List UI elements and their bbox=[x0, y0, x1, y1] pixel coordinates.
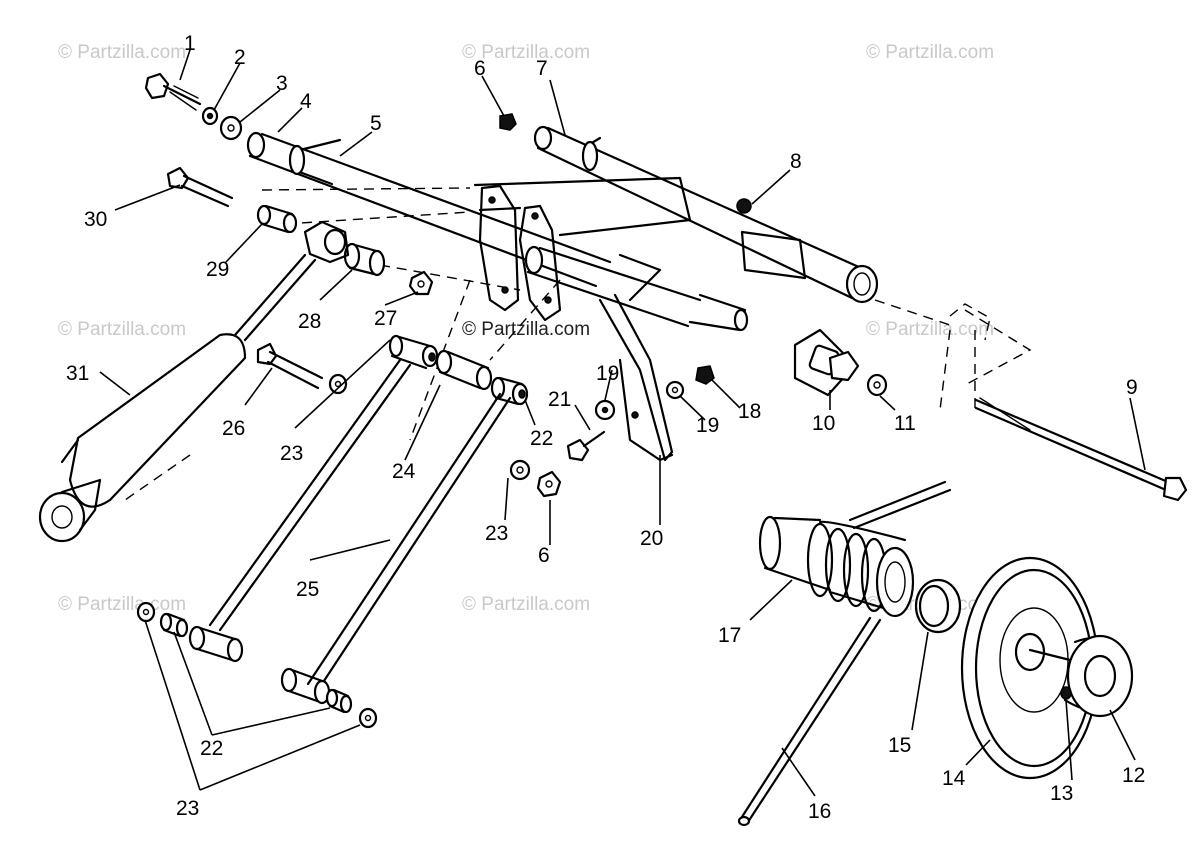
grease-fitting-part-8 bbox=[736, 198, 752, 214]
callout-labels: 1 2 3 4 5 6 7 8 9 10 11 12 13 14 15 16 1… bbox=[66, 32, 1145, 823]
fitting-part-13 bbox=[1060, 686, 1072, 700]
washer-part-23-a bbox=[328, 373, 348, 395]
bracket-part-10 bbox=[793, 328, 860, 397]
callout-29: 29 bbox=[206, 258, 229, 281]
washer-part-23-b bbox=[509, 459, 531, 481]
washer-part-23-lower-left bbox=[136, 601, 156, 623]
watermark: © Partzilla.com bbox=[58, 42, 186, 63]
callout-20: 20 bbox=[640, 527, 663, 550]
callout-23: 23 bbox=[485, 522, 508, 545]
rod-end-lower-right bbox=[280, 667, 331, 705]
mount-fitting bbox=[949, 303, 991, 341]
callout-8: 8 bbox=[790, 150, 802, 173]
callout-14: 14 bbox=[942, 767, 966, 790]
callout-19: 19 bbox=[696, 414, 719, 437]
bolt-part-30 bbox=[166, 166, 234, 208]
bushing-part-29 bbox=[256, 204, 298, 234]
spring-axle bbox=[524, 245, 749, 332]
watermarks: © Partzilla.com © Partzilla.com © Partzi… bbox=[58, 42, 994, 615]
callout-11: 11 bbox=[894, 412, 916, 435]
washer-part-2 bbox=[201, 106, 219, 126]
callout-30: 30 bbox=[84, 208, 107, 231]
frame-body bbox=[473, 176, 692, 237]
callout-19: 19 bbox=[596, 362, 619, 385]
assembly-guide-lines bbox=[124, 187, 1032, 501]
hub-part-12 bbox=[1063, 634, 1134, 718]
long-bolt-part-9 bbox=[974, 397, 1188, 502]
bolt-part-26 bbox=[256, 342, 324, 390]
washer-part-3 bbox=[219, 115, 243, 141]
callout-23: 23 bbox=[280, 442, 303, 465]
washer-part-19-a bbox=[594, 399, 616, 421]
watermark: © Partzilla.com bbox=[866, 42, 994, 63]
callout-28: 28 bbox=[298, 310, 321, 333]
callout-23: 23 bbox=[176, 797, 199, 820]
watermark: © Partzilla.com bbox=[462, 319, 590, 340]
bushing-part-22-lower-right bbox=[325, 688, 353, 714]
spring-arm-part-16 bbox=[737, 480, 952, 827]
watermark: © Partzilla.com bbox=[462, 594, 590, 615]
nut-part-6-top bbox=[499, 113, 517, 131]
spring-hub-part-17 bbox=[758, 515, 915, 618]
shock-absorber-part-31 bbox=[38, 220, 350, 543]
callout-31: 31 bbox=[66, 362, 89, 385]
control-rods-part-25 bbox=[208, 358, 512, 692]
callout-9: 9 bbox=[1126, 376, 1138, 399]
callout-21: 21 bbox=[548, 388, 571, 411]
watermark: © Partzilla.com bbox=[462, 42, 590, 63]
callout-leader-lines bbox=[99, 49, 1146, 797]
callout-3: 3 bbox=[276, 72, 288, 95]
callout-4: 4 bbox=[300, 90, 312, 113]
watermark: © Partzilla.com bbox=[58, 594, 186, 615]
washer-part-23-lower-right bbox=[358, 707, 378, 729]
rod-end-lower-left bbox=[188, 625, 244, 663]
washer-part-19-b bbox=[665, 380, 685, 400]
callout-12: 12 bbox=[1122, 764, 1145, 787]
callout-5: 5 bbox=[370, 112, 382, 135]
callout-26: 26 bbox=[222, 417, 245, 440]
mounting-plates bbox=[478, 184, 562, 322]
nut-part-18 bbox=[695, 365, 715, 385]
bushing-part-22-lower-left bbox=[159, 612, 189, 638]
nut-part-6-bottom bbox=[536, 470, 562, 498]
bolt-part-1 bbox=[144, 72, 202, 111]
washer-part-11 bbox=[866, 373, 888, 397]
callout-25: 25 bbox=[296, 578, 319, 601]
callout-7: 7 bbox=[536, 57, 548, 80]
callout-2: 2 bbox=[234, 46, 246, 69]
watermark: © Partzilla.com bbox=[866, 319, 994, 340]
callout-22: 22 bbox=[200, 737, 223, 760]
callout-6: 6 bbox=[474, 57, 486, 80]
bracket-part-20 bbox=[598, 293, 674, 462]
bushing-part-24 bbox=[435, 349, 493, 391]
callout-13: 13 bbox=[1050, 782, 1073, 805]
callout-10: 10 bbox=[812, 412, 835, 435]
callout-22: 22 bbox=[530, 427, 553, 450]
callout-15: 15 bbox=[888, 734, 911, 757]
bolt-part-21 bbox=[566, 430, 606, 462]
callout-16: 16 bbox=[808, 800, 831, 823]
callout-6: 6 bbox=[538, 544, 550, 567]
link-end-part-22-top bbox=[388, 334, 439, 370]
callout-18: 18 bbox=[738, 400, 761, 423]
callout-17: 17 bbox=[718, 624, 741, 647]
callout-27: 27 bbox=[374, 307, 397, 330]
callout-1: 1 bbox=[184, 32, 196, 55]
nut-part-27 bbox=[408, 270, 434, 296]
watermark: © Partzilla.com bbox=[58, 319, 186, 340]
callout-24: 24 bbox=[392, 460, 416, 483]
rear-cross-shaft-part-7 bbox=[533, 125, 879, 304]
washer-part-15 bbox=[914, 578, 962, 634]
